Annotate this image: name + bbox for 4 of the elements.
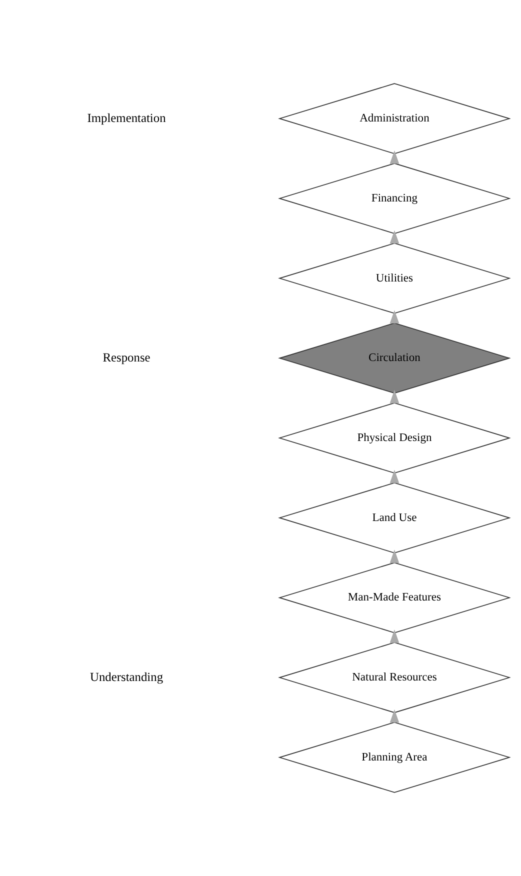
label: Implementation bbox=[87, 110, 166, 125]
node-diamond: Administration bbox=[278, 83, 511, 154]
label: Response bbox=[102, 350, 150, 364]
label: Understanding bbox=[90, 670, 164, 684]
